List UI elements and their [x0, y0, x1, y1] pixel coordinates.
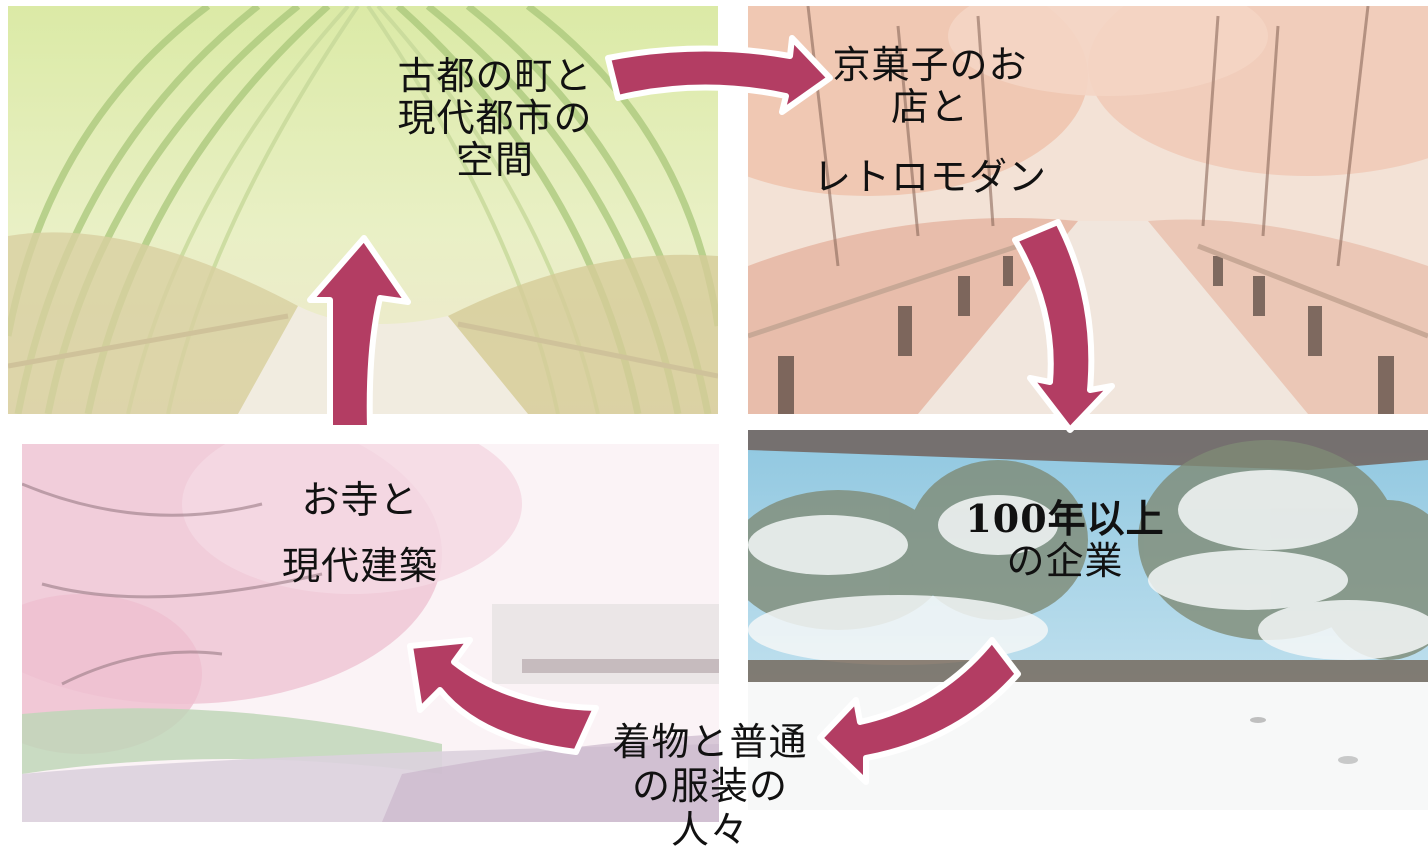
snow-garden-photo: [748, 430, 1428, 810]
label-line: 現代建築: [281, 544, 438, 588]
label-line: 100年以上: [965, 496, 1165, 541]
label-temples-architecture: お寺と 現代建築: [240, 478, 480, 588]
label-line: 現代都市の: [397, 96, 593, 140]
label-line: の企業: [1006, 539, 1124, 583]
label-line: 人々: [670, 808, 749, 852]
label-kimono-people: 着物と普通 の服装の 人々: [590, 720, 830, 852]
bamboo-grove-photo: [8, 6, 718, 414]
label-line: 着物と普通: [612, 720, 808, 764]
label-ancient-capital: 古都の町と 現代都市の 空間: [370, 55, 620, 181]
label-line: 古都の町と: [397, 54, 593, 98]
label-line: 店と: [890, 85, 969, 129]
label-line: 京菓子のお: [832, 43, 1028, 87]
label-line: の服装の: [631, 764, 788, 808]
label-kyoto-sweets: 京菓子のお 店と レトロモダン: [800, 44, 1060, 198]
cherry-blossom-river-photo: [22, 444, 719, 822]
label-line: レトロモダン: [812, 155, 1047, 199]
label-line: 空間: [455, 138, 534, 182]
label-line: お寺と: [301, 478, 419, 522]
label-century-companies: 100年以上 の企業: [950, 496, 1180, 583]
